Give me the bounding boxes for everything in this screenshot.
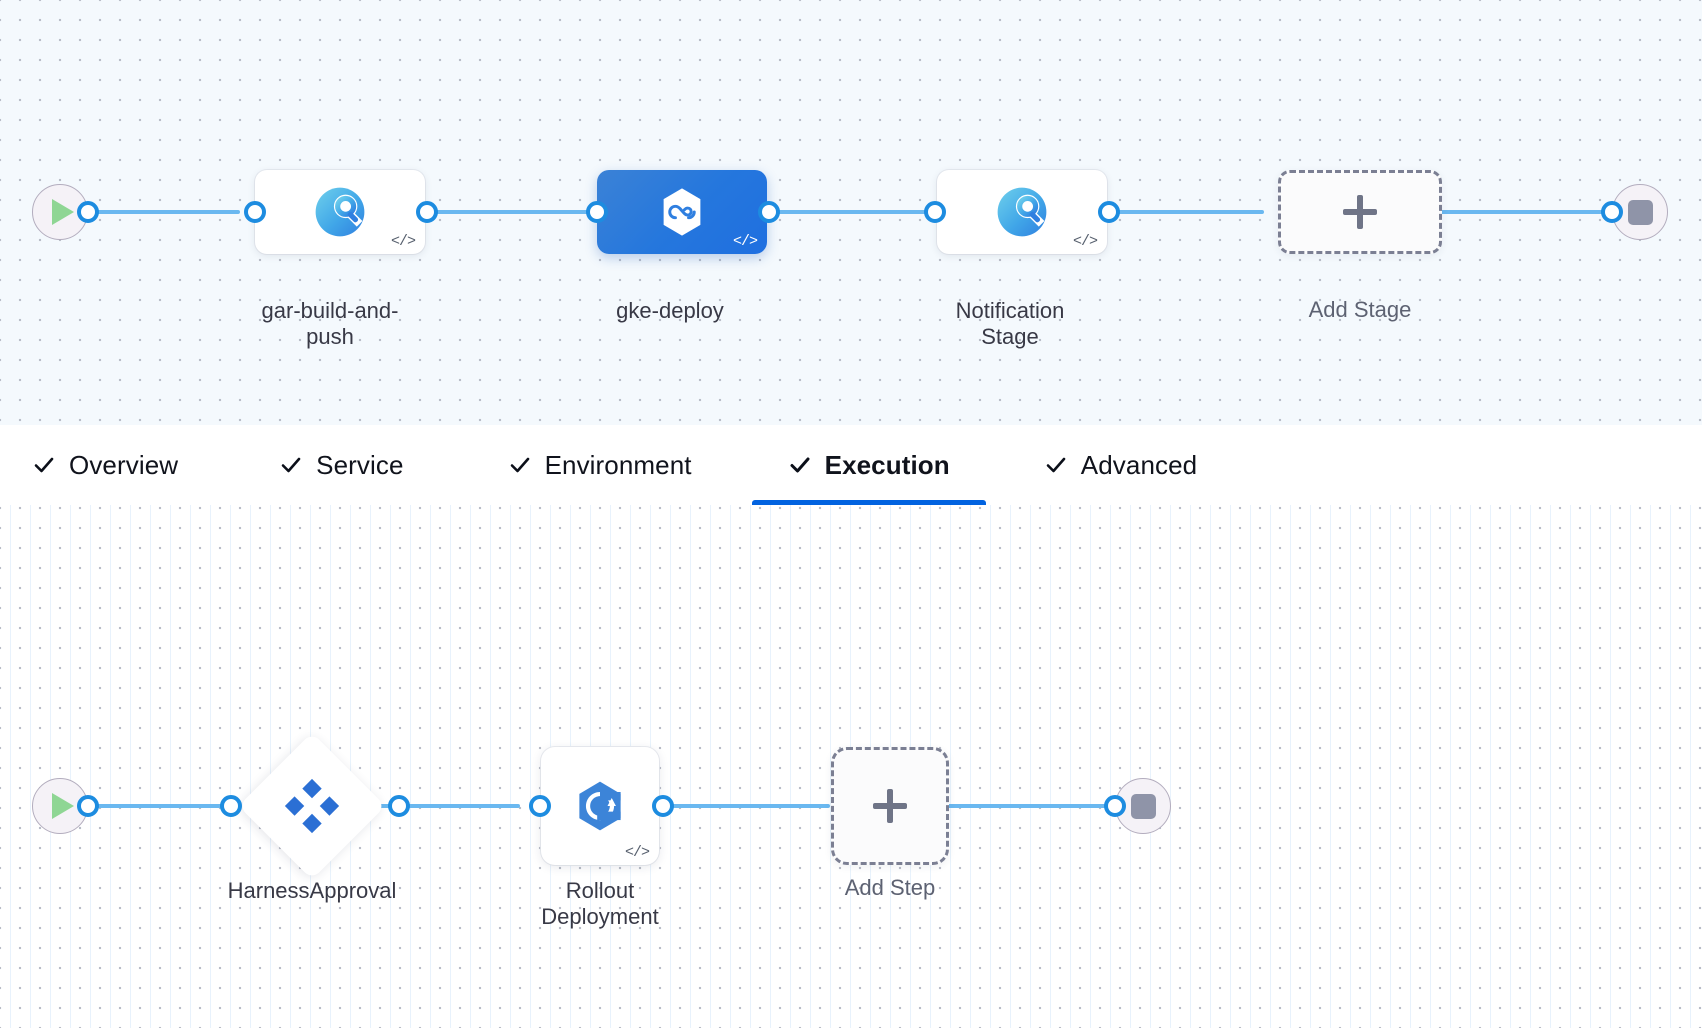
step-label-rollout-deployment: Rollout Deployment xyxy=(541,878,659,929)
edge-start-to-stage-1 xyxy=(60,210,240,214)
tab-overview[interactable]: Overview xyxy=(28,425,182,505)
connector-dot-steps-end-in[interactable] xyxy=(1104,795,1126,817)
check-icon xyxy=(1044,453,1068,477)
connector-dot-stage-2-out[interactable] xyxy=(758,201,780,223)
stage-node-gke-deploy[interactable]: </> xyxy=(597,170,767,254)
add-stage-button[interactable] xyxy=(1278,170,1442,254)
stage-label-gke-deploy: gke-deploy xyxy=(616,298,724,323)
connector-dot-step-1-in[interactable] xyxy=(220,795,242,817)
tab-environment[interactable]: Environment xyxy=(504,425,696,505)
stage-config-tabs: Overview Service Environment Execution xyxy=(0,425,1702,506)
stage-label-notification-stage: Notification Stage xyxy=(955,298,1065,349)
active-tab-indicator xyxy=(751,500,986,505)
stage-node-gar-build-and-push[interactable]: </> xyxy=(255,170,425,254)
connector-dot-end-in[interactable] xyxy=(1601,201,1623,223)
tab-advanced[interactable]: Advanced xyxy=(1040,425,1201,505)
steps-canvas[interactable]: HarnessApproval </> xyxy=(0,505,1702,1028)
steps-graph-row: HarnessApproval </> xyxy=(0,505,1702,1028)
plus-icon xyxy=(873,789,907,823)
stop-icon xyxy=(1627,199,1653,225)
stages-graph-row: </> gar-build-and-push </> gke-de xyxy=(0,0,1702,425)
tab-label: Environment xyxy=(544,450,692,480)
tab-label: Execution xyxy=(824,450,950,480)
check-icon xyxy=(788,453,812,477)
stage-label-gar-build-and-push: gar-build-and-push xyxy=(261,298,399,349)
code-badge: </> xyxy=(1072,233,1098,250)
tab-label: Service xyxy=(316,450,404,480)
harness-approval-icon xyxy=(284,778,340,834)
tab-execution[interactable]: Execution xyxy=(751,425,986,505)
kubernetes-rollout-icon xyxy=(579,781,621,831)
harness-cd-icon xyxy=(663,188,701,236)
connector-dot-steps-start-out[interactable] xyxy=(77,795,99,817)
add-step-button[interactable] xyxy=(831,747,949,865)
check-icon xyxy=(279,453,303,477)
edge-start-to-step-1 xyxy=(60,804,225,808)
connector-dot-stage-1-out[interactable] xyxy=(416,201,438,223)
play-icon xyxy=(52,199,74,225)
connector-dot-stage-3-out[interactable] xyxy=(1098,201,1120,223)
step-node-rollout-deployment[interactable]: </> xyxy=(541,747,659,865)
add-stage-label: Add Stage xyxy=(1308,297,1412,322)
connector-dot-step-2-out[interactable] xyxy=(652,795,674,817)
code-badge: </> xyxy=(624,844,650,861)
connector-dot-stage-3-in[interactable] xyxy=(924,201,946,223)
harness-ci-icon xyxy=(315,187,365,237)
connector-dot-stage-1-in[interactable] xyxy=(244,201,266,223)
tab-label: Overview xyxy=(69,450,179,480)
add-step-label: Add Step xyxy=(844,875,936,900)
plus-icon xyxy=(1343,195,1377,229)
check-icon xyxy=(32,453,56,477)
stage-node-notification-stage[interactable]: </> xyxy=(937,170,1107,254)
connector-dot-start-out[interactable] xyxy=(77,201,99,223)
edge-step-2-to-add-step xyxy=(650,804,830,808)
harness-ci-icon xyxy=(997,187,1047,237)
code-badge: </> xyxy=(732,233,758,250)
stages-canvas[interactable]: </> gar-build-and-push </> gke-de xyxy=(0,0,1702,426)
check-icon xyxy=(508,453,532,477)
tab-label: Advanced xyxy=(1080,450,1198,480)
edge-step-1-to-step-2 xyxy=(370,804,520,808)
connector-dot-stage-2-in[interactable] xyxy=(586,201,608,223)
play-icon xyxy=(52,793,74,819)
tab-service[interactable]: Service xyxy=(275,425,407,505)
stop-icon xyxy=(1130,793,1156,819)
connector-dot-step-2-in[interactable] xyxy=(529,795,551,817)
connector-dot-step-1-out[interactable] xyxy=(388,795,410,817)
step-label-harness-approval: HarnessApproval xyxy=(227,878,397,903)
edge-add-stage-to-end xyxy=(1336,210,1636,214)
edge-add-step-to-end xyxy=(940,804,1140,808)
step-node-harness-approval[interactable] xyxy=(238,732,386,880)
code-badge: </> xyxy=(390,233,416,250)
